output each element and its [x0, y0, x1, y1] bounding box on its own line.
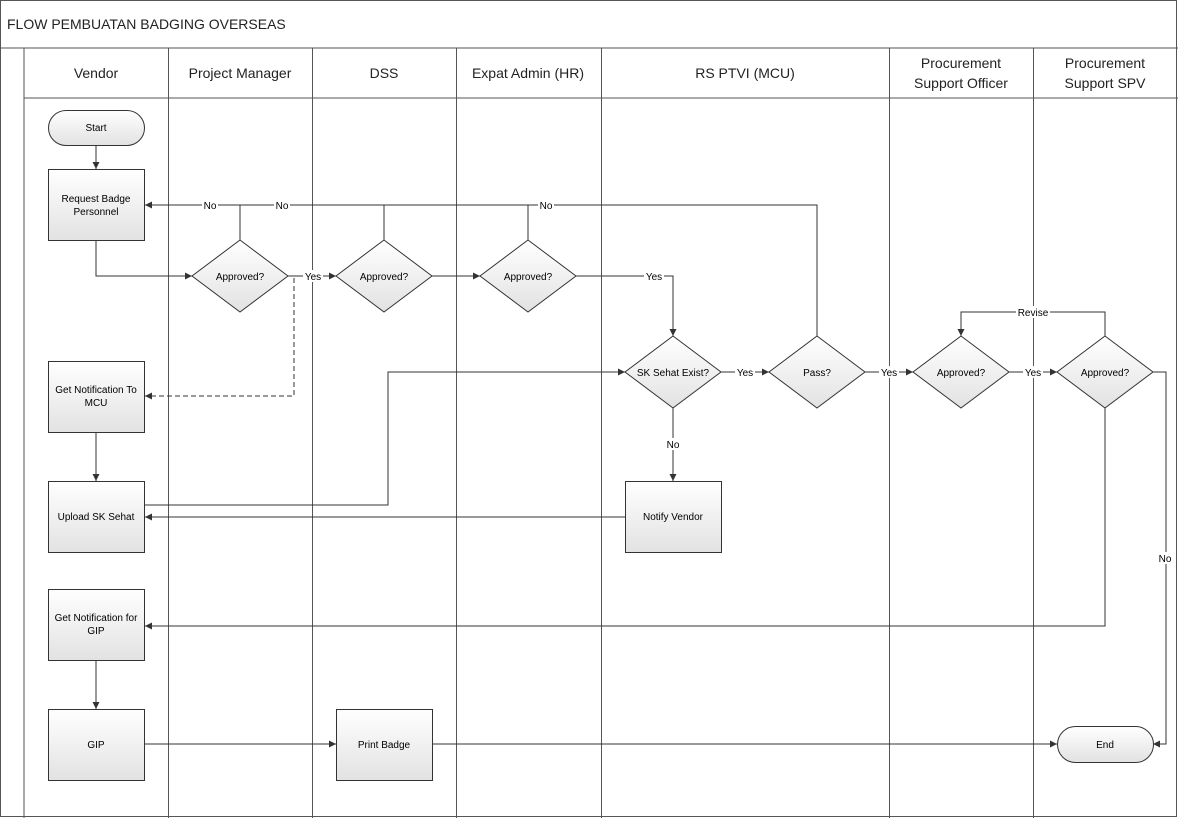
lane-header-project-manager: Project Manager [189, 65, 292, 81]
label-yes-pm: Yes [305, 272, 321, 283]
lane-header-pso-line2: Support Officer [914, 75, 1008, 91]
print-badge-label: Print Badge [358, 740, 411, 751]
notification-mcu-label-1: Get Notification To [55, 385, 137, 396]
label-revise: Revise [1018, 308, 1049, 319]
lane-header-pso-line1: Procurement [921, 55, 1001, 71]
pass-label: Pass? [803, 368, 831, 379]
lane-header-spv-line1: Procurement [1065, 55, 1145, 71]
pso-approved-label: Approved? [937, 368, 986, 379]
gip-label: GIP [87, 740, 105, 751]
gip-box[interactable]: GIP [48, 709, 145, 781]
sk-sehat-exist-label: SK Sehat Exist? [637, 368, 710, 379]
notification-mcu-label-2: MCU [85, 398, 108, 409]
notification-gip-label-1: Get Notification for [55, 613, 138, 624]
dss-approved-decision[interactable]: Approved? [335, 239, 433, 313]
diagram-title: FLOW PEMBUATAN BADGING OVERSEAS [7, 16, 286, 32]
start-terminator[interactable]: Start [48, 110, 145, 146]
lane-header-expat-admin: Expat Admin (HR) [472, 65, 584, 81]
lane-header-spv-line2: Support SPV [1065, 75, 1147, 91]
lane-header-dss: DSS [370, 65, 399, 81]
upload-sk-label: Upload SK Sehat [58, 512, 135, 523]
notification-mcu-box[interactable]: Get Notification To MCU [48, 361, 145, 433]
label-yes-sk: Yes [737, 368, 753, 379]
upload-sk-box[interactable]: Upload SK Sehat [48, 481, 145, 553]
label-no-dss: No [276, 201, 289, 212]
spv-approved-decision[interactable]: Approved? [1056, 335, 1154, 409]
notify-vendor-label: Notify Vendor [643, 512, 704, 523]
hr-approved-label: Approved? [504, 272, 553, 283]
connector-labels: No No No Yes Yes Yes Yes Yes No Revise N… [202, 199, 1173, 565]
pm-approved-label: Approved? [216, 272, 265, 283]
connector-lines [92, 145, 1167, 748]
lane-separators [168, 48, 1034, 818]
pso-approved-decision[interactable]: Approved? [912, 335, 1010, 409]
spv-approved-label: Approved? [1081, 368, 1130, 379]
start-label: Start [85, 123, 106, 134]
pm-approved-decision[interactable]: Approved? [191, 239, 289, 313]
label-no-spv: No [1159, 554, 1172, 565]
lane-header-vendor: Vendor [74, 65, 119, 81]
print-badge-box[interactable]: Print Badge [336, 709, 433, 781]
hr-approved-decision[interactable]: Approved? [479, 239, 577, 313]
request-badge-label-2: Personnel [73, 207, 118, 218]
end-terminator[interactable]: End [1057, 726, 1154, 763]
notification-gip-label-2: GIP [87, 626, 105, 637]
end-label: End [1096, 740, 1114, 751]
lane-header-rs-ptvi: RS PTVI (MCU) [695, 65, 795, 81]
label-yes-hr: Yes [646, 272, 662, 283]
dss-approved-label: Approved? [360, 272, 409, 283]
sk-sehat-exist-decision[interactable]: SK Sehat Exist? [624, 335, 722, 409]
label-yes-pass: Yes [881, 368, 897, 379]
notification-gip-box[interactable]: Get Notification for GIP [48, 589, 145, 661]
request-badge-label-1: Request Badge [62, 194, 131, 205]
request-badge-box[interactable]: Request Badge Personnel [48, 169, 145, 241]
label-no-sk: No [667, 440, 680, 451]
label-no-pm: No [204, 201, 217, 212]
label-yes-pso: Yes [1025, 368, 1041, 379]
label-no-hr: No [540, 201, 553, 212]
notify-vendor-box[interactable]: Notify Vendor [625, 481, 722, 553]
pass-decision[interactable]: Pass? [768, 335, 866, 409]
